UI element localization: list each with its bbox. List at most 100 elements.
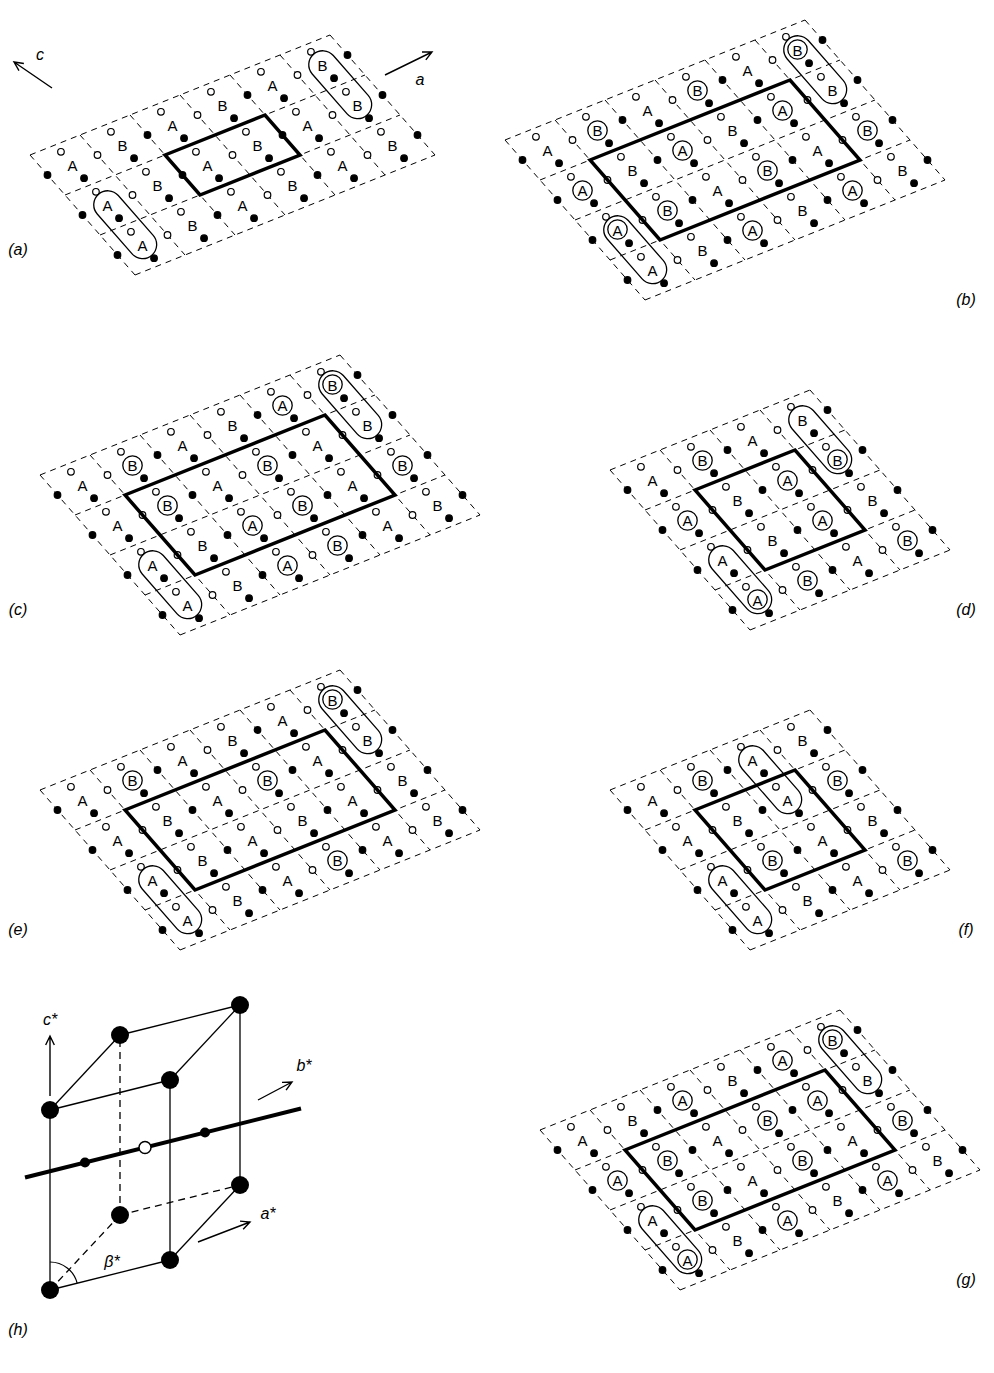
atom-label: B <box>932 1153 942 1168</box>
atom-label: A <box>347 478 357 493</box>
atom-dot <box>858 484 865 491</box>
capsule-shape <box>303 45 377 124</box>
atom-dot <box>924 1107 931 1114</box>
atom-label: A <box>382 833 392 848</box>
capsule-outline <box>703 860 777 939</box>
unit-cell <box>165 115 300 195</box>
atom-dot <box>603 1164 610 1171</box>
atom-dot <box>803 134 810 141</box>
atom-dot <box>754 117 761 124</box>
atom-label: B <box>197 853 207 868</box>
atom-dot <box>388 449 395 456</box>
circled-atom: B <box>157 495 178 516</box>
capsule-outline <box>303 45 377 124</box>
atom-label: A <box>682 1252 692 1267</box>
atom-label: A <box>852 553 862 568</box>
circle-outline <box>898 850 917 869</box>
cell-edge <box>65 75 365 195</box>
atom-dot <box>741 1090 748 1097</box>
atom-label: A <box>267 78 277 93</box>
atom-dot <box>589 1187 596 1194</box>
atom-dot <box>261 535 268 542</box>
atom-dot <box>709 1247 716 1254</box>
atom-dot <box>676 1170 683 1177</box>
cell-edge <box>680 790 880 870</box>
cell-edge <box>645 180 945 300</box>
atom-dot <box>554 1147 561 1154</box>
molecule-outline: AA <box>88 185 162 264</box>
cell-edge <box>120 1005 240 1035</box>
atom-dot <box>811 430 818 437</box>
circle-outline <box>828 770 847 789</box>
circle-outline <box>293 495 312 514</box>
atom-dot <box>346 870 353 877</box>
atom-label: A <box>647 1212 657 1227</box>
atom-dot <box>831 530 838 537</box>
atom-dot <box>364 152 371 159</box>
atom-label: B <box>797 733 807 748</box>
atom-dot <box>779 907 786 914</box>
atom-dot <box>959 1147 966 1154</box>
atom-dot <box>739 1127 746 1134</box>
atom-dot <box>173 904 180 911</box>
atom-dot <box>688 444 695 451</box>
atom-dot <box>379 92 386 99</box>
capsule-shape <box>703 540 777 619</box>
atom-dot <box>624 277 631 284</box>
atom-dot <box>688 764 695 771</box>
atom-dot <box>153 489 160 496</box>
cell-edge <box>610 710 810 790</box>
atom-dot <box>201 235 208 242</box>
atom-label: A <box>347 793 357 808</box>
atom-label: B <box>867 493 877 508</box>
atom-dot <box>823 764 830 771</box>
atom-label: A <box>182 597 192 612</box>
centre-point <box>139 1142 151 1154</box>
atom-label: B <box>662 1153 672 1168</box>
atom-dot <box>811 750 818 757</box>
atom-dot <box>264 192 271 199</box>
atom-label: A <box>247 518 257 533</box>
cell-edge <box>750 550 950 630</box>
atom-dot <box>774 427 781 434</box>
cell-edge <box>180 830 480 950</box>
atom-dot <box>811 220 818 227</box>
cell-edge <box>170 1185 240 1260</box>
atom-dot <box>161 890 168 897</box>
atom-dot <box>294 72 301 79</box>
atom-dot <box>861 1150 868 1157</box>
atom-label: A <box>202 158 212 173</box>
atom-dot <box>853 114 860 121</box>
atom-dot <box>173 589 180 596</box>
atom-dot <box>519 157 526 164</box>
panel-label: (a) <box>8 242 28 258</box>
circle-outline <box>823 1030 842 1049</box>
atom-dot <box>251 215 258 222</box>
atom-dot <box>711 260 718 267</box>
atom-dot <box>293 109 300 116</box>
atom-dot <box>129 192 136 199</box>
circle-outline <box>278 555 297 574</box>
atom-label: A <box>612 1173 622 1188</box>
atom-label: A <box>177 753 187 768</box>
atom-dot <box>323 844 330 851</box>
atom-dot <box>881 510 888 517</box>
atom-dot <box>276 790 283 797</box>
atom-dot <box>79 212 86 219</box>
atom-dot <box>861 200 868 207</box>
atom-dot <box>303 744 310 751</box>
atom-dot <box>126 850 133 857</box>
atom-dot <box>879 547 886 554</box>
circled-atom: B <box>257 455 278 476</box>
capsule-shape <box>733 740 807 819</box>
unit-cell <box>125 415 395 575</box>
atom-dot <box>409 512 416 519</box>
circled-atom: B <box>327 850 348 871</box>
atom-dot <box>243 129 250 136</box>
circled-atom: B <box>827 770 848 791</box>
atom-dot <box>218 409 225 416</box>
molecule-outline: BB <box>303 45 377 124</box>
atom-dot <box>618 154 625 161</box>
axis-label: c* <box>43 1012 57 1028</box>
atom-label: A <box>67 158 77 173</box>
